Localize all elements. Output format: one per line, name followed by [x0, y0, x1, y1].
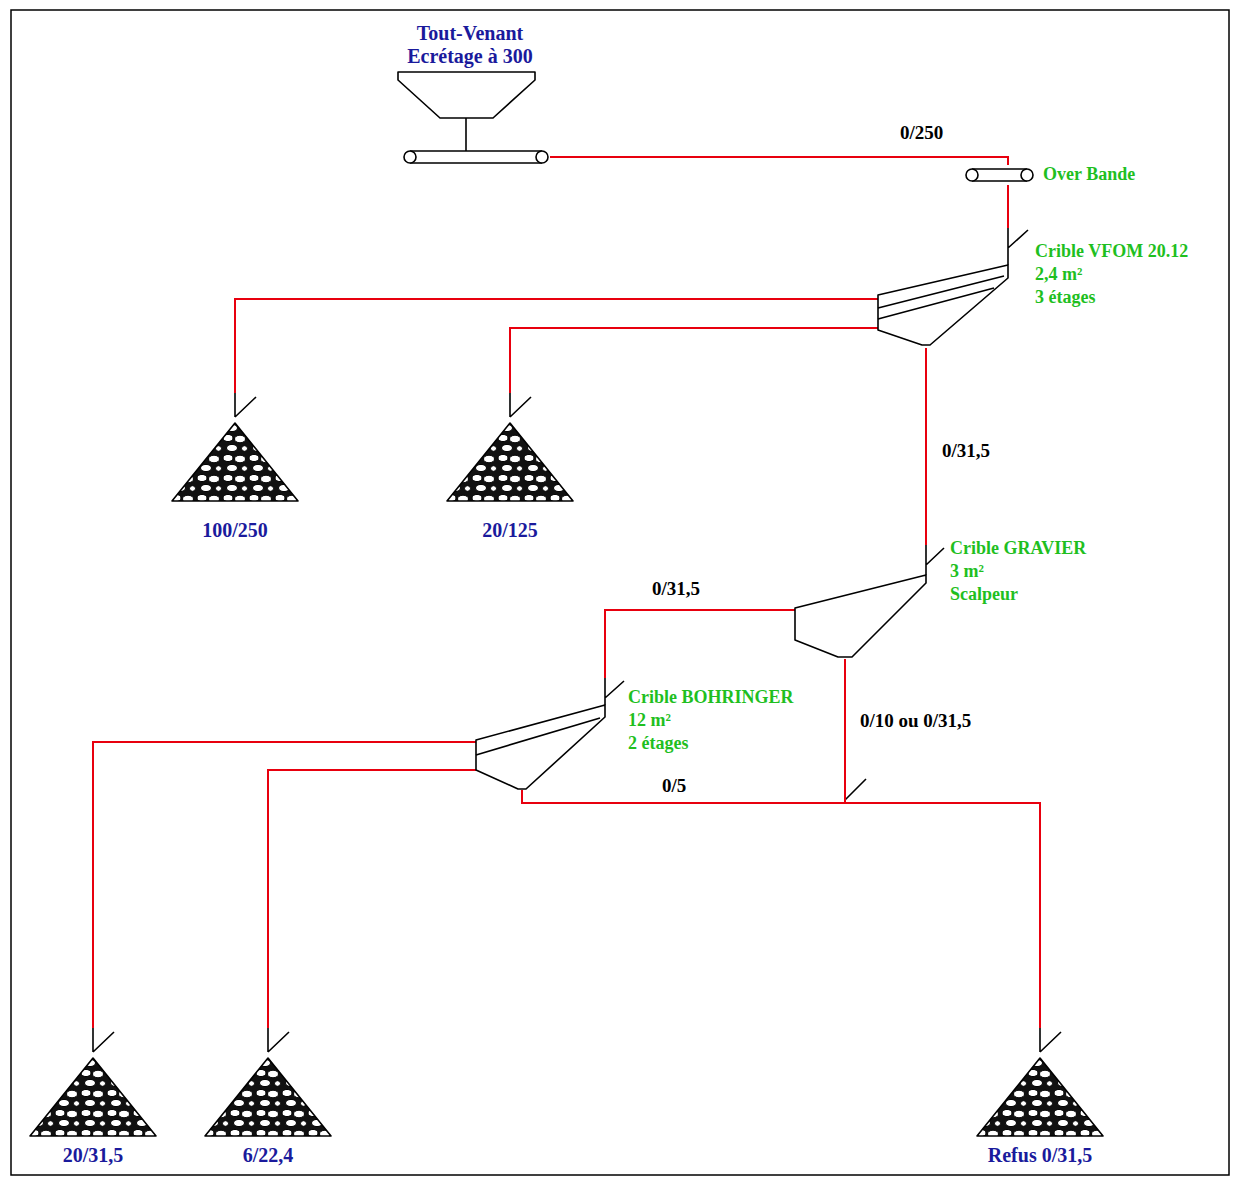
flow-line: [550, 157, 1008, 165]
product-label: Refus 0/31,5: [988, 1144, 1092, 1167]
equipment-label: 2,4 m²: [1035, 263, 1188, 286]
shape-stroke: [235, 393, 256, 417]
flow-line: [845, 659, 1040, 1028]
screen-outline: [476, 678, 626, 790]
screen: Crible BOHRINGER12 m²2 étages: [476, 678, 626, 790]
flow-line: [1007, 185, 1009, 228]
product-label: 20/31,5: [63, 1144, 124, 1167]
label-group: 6/22,4: [243, 1144, 294, 1167]
shape-stroke: [1008, 228, 1028, 265]
shape-stroke: [972, 169, 1027, 181]
stockpile: 100/250: [170, 393, 300, 503]
feed-hopper-outline: [390, 70, 550, 170]
flow-label: 0/10 ou 0/31,5: [858, 710, 973, 732]
stockpile: 20/31,5: [28, 1028, 158, 1138]
equipment-label: Over Bande: [1043, 163, 1135, 186]
flow-label: 0/250: [898, 122, 945, 144]
shape-stroke: [172, 423, 298, 501]
stockpile-outline: [203, 1028, 333, 1138]
page-frame: [11, 10, 1229, 1175]
label-group: 20/125: [482, 519, 538, 542]
shape-stroke: [878, 265, 1008, 345]
shape-stroke: [30, 1058, 156, 1136]
shape-stroke: [476, 705, 605, 789]
merge-hopper-symbol: [845, 777, 866, 800]
label-group: Crible VFOM 20.122,4 m²3 étages: [1035, 240, 1188, 309]
shape-stroke: [410, 151, 542, 163]
shape-stroke: [966, 169, 978, 181]
shape-stroke: [510, 393, 531, 417]
equipment-label: Scalpeur: [950, 583, 1086, 606]
product-label: 6/22,4: [243, 1144, 294, 1167]
conveyor-belt-outline: [962, 165, 1037, 185]
label-group: Tout-VenantEcrétage à 300: [407, 22, 533, 68]
flow-label: 0/31,5: [650, 578, 702, 600]
flow-line: [235, 299, 878, 393]
label-group: 20/31,5: [63, 1144, 124, 1167]
equipment-label: Crible VFOM 20.12: [1035, 240, 1188, 263]
product-label: Tout-Venant: [407, 22, 533, 45]
product-label: Ecrétage à 300: [407, 45, 533, 68]
stockpile: Refus 0/31,5: [975, 1028, 1105, 1138]
stockpile-outline: [445, 393, 575, 503]
stockpile: 6/22,4: [203, 1028, 333, 1138]
flow-label: 0/5: [660, 775, 688, 797]
shape-stroke: [268, 1028, 289, 1052]
label-group: Crible BOHRINGER12 m²2 étages: [628, 686, 794, 755]
label-group: Refus 0/31,5: [988, 1144, 1092, 1167]
shape-stroke: [1040, 1028, 1061, 1052]
flow-label: 0/31,5: [940, 440, 992, 462]
shape-stroke: [878, 276, 1004, 319]
equipment-label: 3 m²: [950, 560, 1086, 583]
shape-stroke: [398, 72, 535, 118]
equipment-label: Crible GRAVIER: [950, 537, 1086, 560]
flow-line: [510, 328, 878, 393]
screen: Crible VFOM 20.122,4 m²3 étages: [878, 228, 1030, 348]
scalper-screen-outline: [795, 545, 945, 659]
equipment-label: 3 étages: [1035, 286, 1188, 309]
shape-stroke: [1021, 169, 1033, 181]
shape-stroke: [977, 1058, 1103, 1136]
equipment-label: 12 m²: [628, 709, 794, 732]
flow-line: [93, 742, 476, 1028]
equipment-label: 2 étages: [628, 732, 794, 755]
flow-line: [268, 770, 476, 1028]
shape-stroke: [447, 423, 573, 501]
stockpile-outline: [28, 1028, 158, 1138]
label-group: Over Bande: [1043, 163, 1135, 186]
conveyor-belt: Over Bande: [962, 165, 1037, 185]
flow-line: [925, 348, 927, 545]
flow-line: [605, 610, 795, 678]
feed-hopper: Tout-VenantEcrétage à 300: [390, 70, 550, 170]
stockpile-outline: [975, 1028, 1105, 1138]
shape-stroke: [465, 118, 467, 151]
product-label: 20/125: [482, 519, 538, 542]
product-label: 100/250: [202, 519, 268, 542]
scalper-screen: Crible GRAVIER3 m²Scalpeur: [795, 545, 945, 659]
shape-stroke: [605, 678, 624, 705]
stockpile: 20/125: [445, 393, 575, 503]
label-group: 100/250: [202, 519, 268, 542]
screen-outline: [878, 228, 1030, 348]
shape-stroke: [926, 545, 944, 575]
shape-stroke: [93, 1028, 114, 1052]
shape-stroke: [536, 151, 548, 163]
shape-stroke: [476, 718, 600, 755]
stockpile-outline: [170, 393, 300, 503]
equipment-label: Crible BOHRINGER: [628, 686, 794, 709]
flow-line: [522, 790, 1040, 1028]
shape-stroke: [795, 575, 926, 657]
shape-stroke: [205, 1058, 331, 1136]
label-group: Crible GRAVIER3 m²Scalpeur: [950, 537, 1086, 606]
shape-stroke: [404, 151, 416, 163]
